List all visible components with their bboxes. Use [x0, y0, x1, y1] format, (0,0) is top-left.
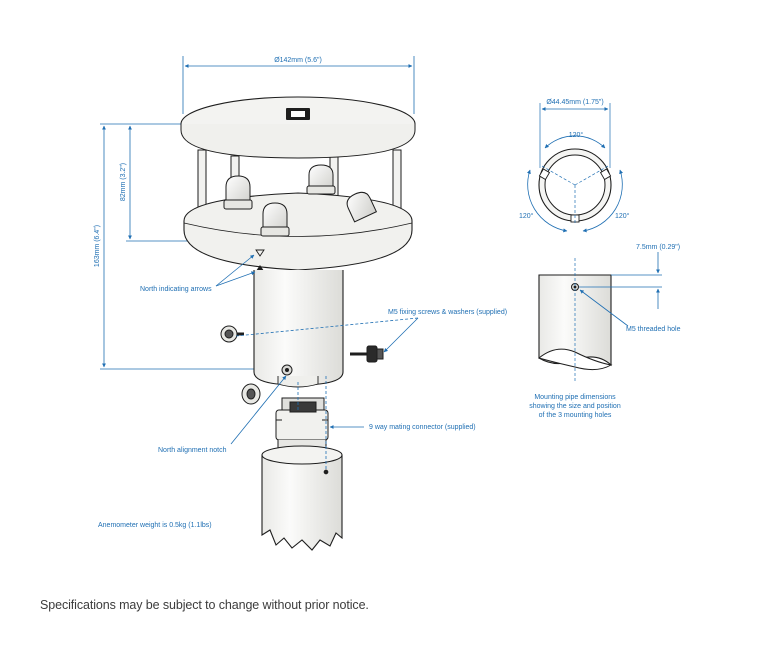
upper-height-label: 82mm (3.2") [120, 163, 127, 201]
m5-hole-label: M5 threaded hole [626, 326, 681, 333]
north-notch-label: North alignment notch [158, 447, 227, 454]
pipe-diameter-label: Ø44.45mm (1.75") [546, 99, 603, 106]
angle-left-label: 120° [519, 212, 534, 220]
pipe-section-drawing: Ø44.45mm (1.75") 120° 120° 120° 7.5mm (0… [519, 99, 681, 419]
pipe-desc-line-1: Mounting pipe dimensions [534, 394, 616, 401]
anemometer-drawing: Ø142mm (5.6") 163mm (6.4") 82mm (3.2") [94, 56, 507, 551]
m5-screws-label: M5 fixing screws & washers (supplied) [388, 309, 507, 316]
fixing-screw-left [220, 325, 244, 343]
pipe-desc-line-2: showing the size and position [529, 403, 621, 410]
hole-offset-label: 7.5mm (0.29") [636, 244, 680, 251]
fixing-screw-right [350, 345, 384, 363]
north-arrow-top [255, 249, 265, 257]
pipe-desc-line-3: of the 3 mounting holes [539, 412, 612, 419]
height-dimension: 163mm (6.4") [94, 123, 258, 370]
height-label: 163mm (6.4") [94, 225, 101, 267]
upper-height-dimension: 82mm (3.2") [120, 125, 188, 242]
mounting-pipe [261, 445, 343, 551]
diameter-label: Ø142mm (5.6") [274, 57, 322, 64]
angle-top-label: 120° [569, 131, 584, 139]
angle-right-label: 120° [615, 212, 630, 220]
washer-bottom [241, 383, 261, 405]
mating-connector-label: 9 way mating connector (supplied) [369, 424, 476, 431]
weight-label: Anemometer weight is 0.5kg (1.1lbs) [98, 522, 212, 529]
north-arrow-bottom [256, 265, 264, 271]
footer-disclaimer: Specifications may be subject to change … [40, 598, 369, 612]
diameter-dimension: Ø142mm (5.6") [182, 56, 415, 114]
north-arrows-label: North indicating arrows [140, 286, 212, 293]
